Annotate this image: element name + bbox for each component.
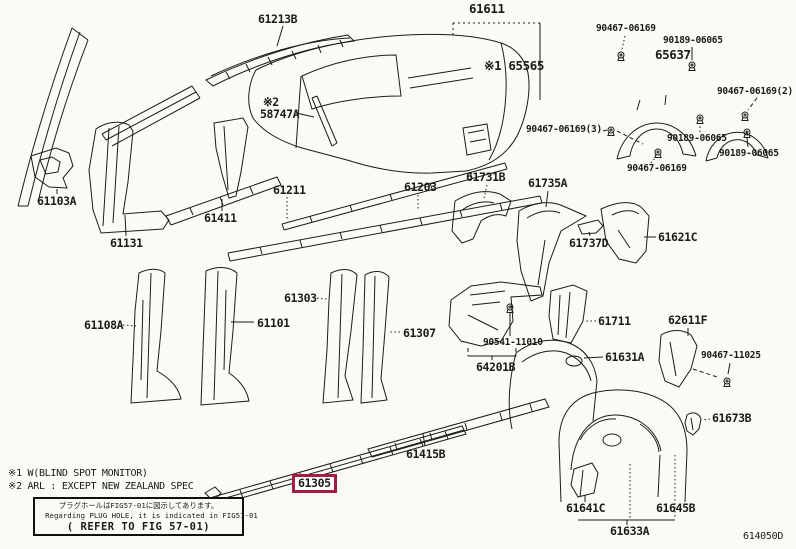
part-label-90467-06169-3[interactable]: 90467-06169(3): [526, 124, 602, 135]
part-label-61641C[interactable]: 61641C: [566, 501, 606, 515]
bolt-icon: [696, 114, 704, 124]
bolt-icon: [741, 111, 749, 121]
highlighted-part-label-61305[interactable]: 61305: [292, 474, 337, 493]
part-label-65565[interactable]: ※1 65565: [484, 58, 544, 73]
footnote-new-zealand-spec: ※2 ARL : EXCEPT NEW ZEALAND SPEC: [8, 481, 194, 492]
part-label-61203[interactable]: 61203: [404, 180, 437, 194]
part-label-61411[interactable]: 61411: [204, 211, 237, 225]
plug-hole-note-refer: ( REFER TO FIG 57-01): [66, 521, 211, 533]
part-label-61731B[interactable]: 61731B: [466, 170, 506, 184]
note-ref-2: ※2: [263, 95, 279, 109]
plug-hole-note-japanese: プラグホールはFIG57-01に図示してあります。: [58, 501, 219, 510]
part-label-61131[interactable]: 61131: [110, 236, 143, 250]
part-label-61213B[interactable]: 61213B: [258, 12, 298, 26]
part-label-61621C[interactable]: 61621C: [658, 230, 698, 244]
part-label-61737D[interactable]: 61737D: [569, 236, 609, 250]
part-label-61711[interactable]: 61711: [598, 314, 631, 328]
part-label-58747A[interactable]: 58747A: [260, 107, 300, 121]
part-label-61673B[interactable]: 61673B: [712, 411, 752, 425]
bolt-icon: [654, 148, 662, 158]
part-label-61103A[interactable]: 61103A: [37, 194, 77, 208]
part-label-61101[interactable]: 61101: [257, 316, 290, 330]
footnote-blind-spot-monitor: ※1 W(BLIND SPOT MONITOR): [8, 468, 148, 479]
part-label-61735A[interactable]: 61735A: [528, 176, 568, 190]
part-label-61108A[interactable]: 61108A: [84, 318, 124, 332]
part-label-90541-11010[interactable]: 90541-11010: [483, 337, 543, 348]
part-label-90467-06169-2[interactable]: 90467-06169(2): [717, 86, 793, 97]
part-label-61415B[interactable]: 61415B: [406, 447, 446, 461]
part-label-90189-06065[interactable]: 90189-06065: [663, 35, 723, 46]
part-label-61303[interactable]: 61303: [284, 291, 317, 305]
part-label-61633A[interactable]: 61633A: [610, 524, 650, 538]
plug-hole-note-english: Regarding PLUG HOLE, it is indicated in …: [45, 511, 258, 520]
plug-hole-note-box: プラグホールはFIG57-01に図示してあります。 Regarding PLUG…: [33, 497, 258, 536]
bolt-icon: [688, 61, 696, 71]
part-label-61211[interactable]: 61211: [273, 183, 306, 197]
part-label-90467-06169[interactable]: 90467-06169: [596, 23, 656, 34]
part-label-61631A[interactable]: 61631A: [605, 350, 645, 364]
part-label-61645B[interactable]: 61645B: [656, 501, 696, 515]
figure-code: 614050D: [743, 531, 784, 542]
part-label-90189-06065-b[interactable]: 90189-06065: [667, 133, 727, 144]
part-label-90467-11025[interactable]: 90467-11025: [701, 350, 761, 361]
part-label-61611[interactable]: 61611: [469, 1, 505, 16]
part-label-62611F[interactable]: 62611F: [668, 313, 708, 327]
bolt-icon: [607, 126, 615, 136]
part-label-90189-06065-c[interactable]: 90189-06065: [719, 148, 779, 159]
bolt-icon: [723, 377, 731, 387]
part-label-64201B[interactable]: 64201B: [476, 360, 516, 374]
part-label-90467-06169-b[interactable]: 90467-06169: [627, 163, 687, 174]
bolt-icon: [617, 51, 625, 61]
part-label-65637[interactable]: 65637: [655, 47, 691, 62]
part-label-61307[interactable]: 61307: [403, 326, 436, 340]
